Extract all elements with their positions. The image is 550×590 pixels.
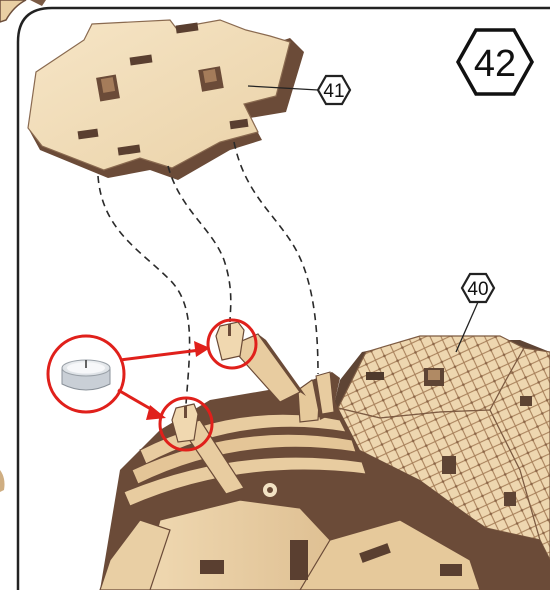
step-number: 42	[474, 43, 516, 85]
step-badge: 42	[458, 30, 532, 94]
callout-41-label: 41	[323, 81, 344, 102]
callout-40-label: 40	[467, 279, 488, 300]
tealight-candle-icon	[62, 360, 110, 390]
